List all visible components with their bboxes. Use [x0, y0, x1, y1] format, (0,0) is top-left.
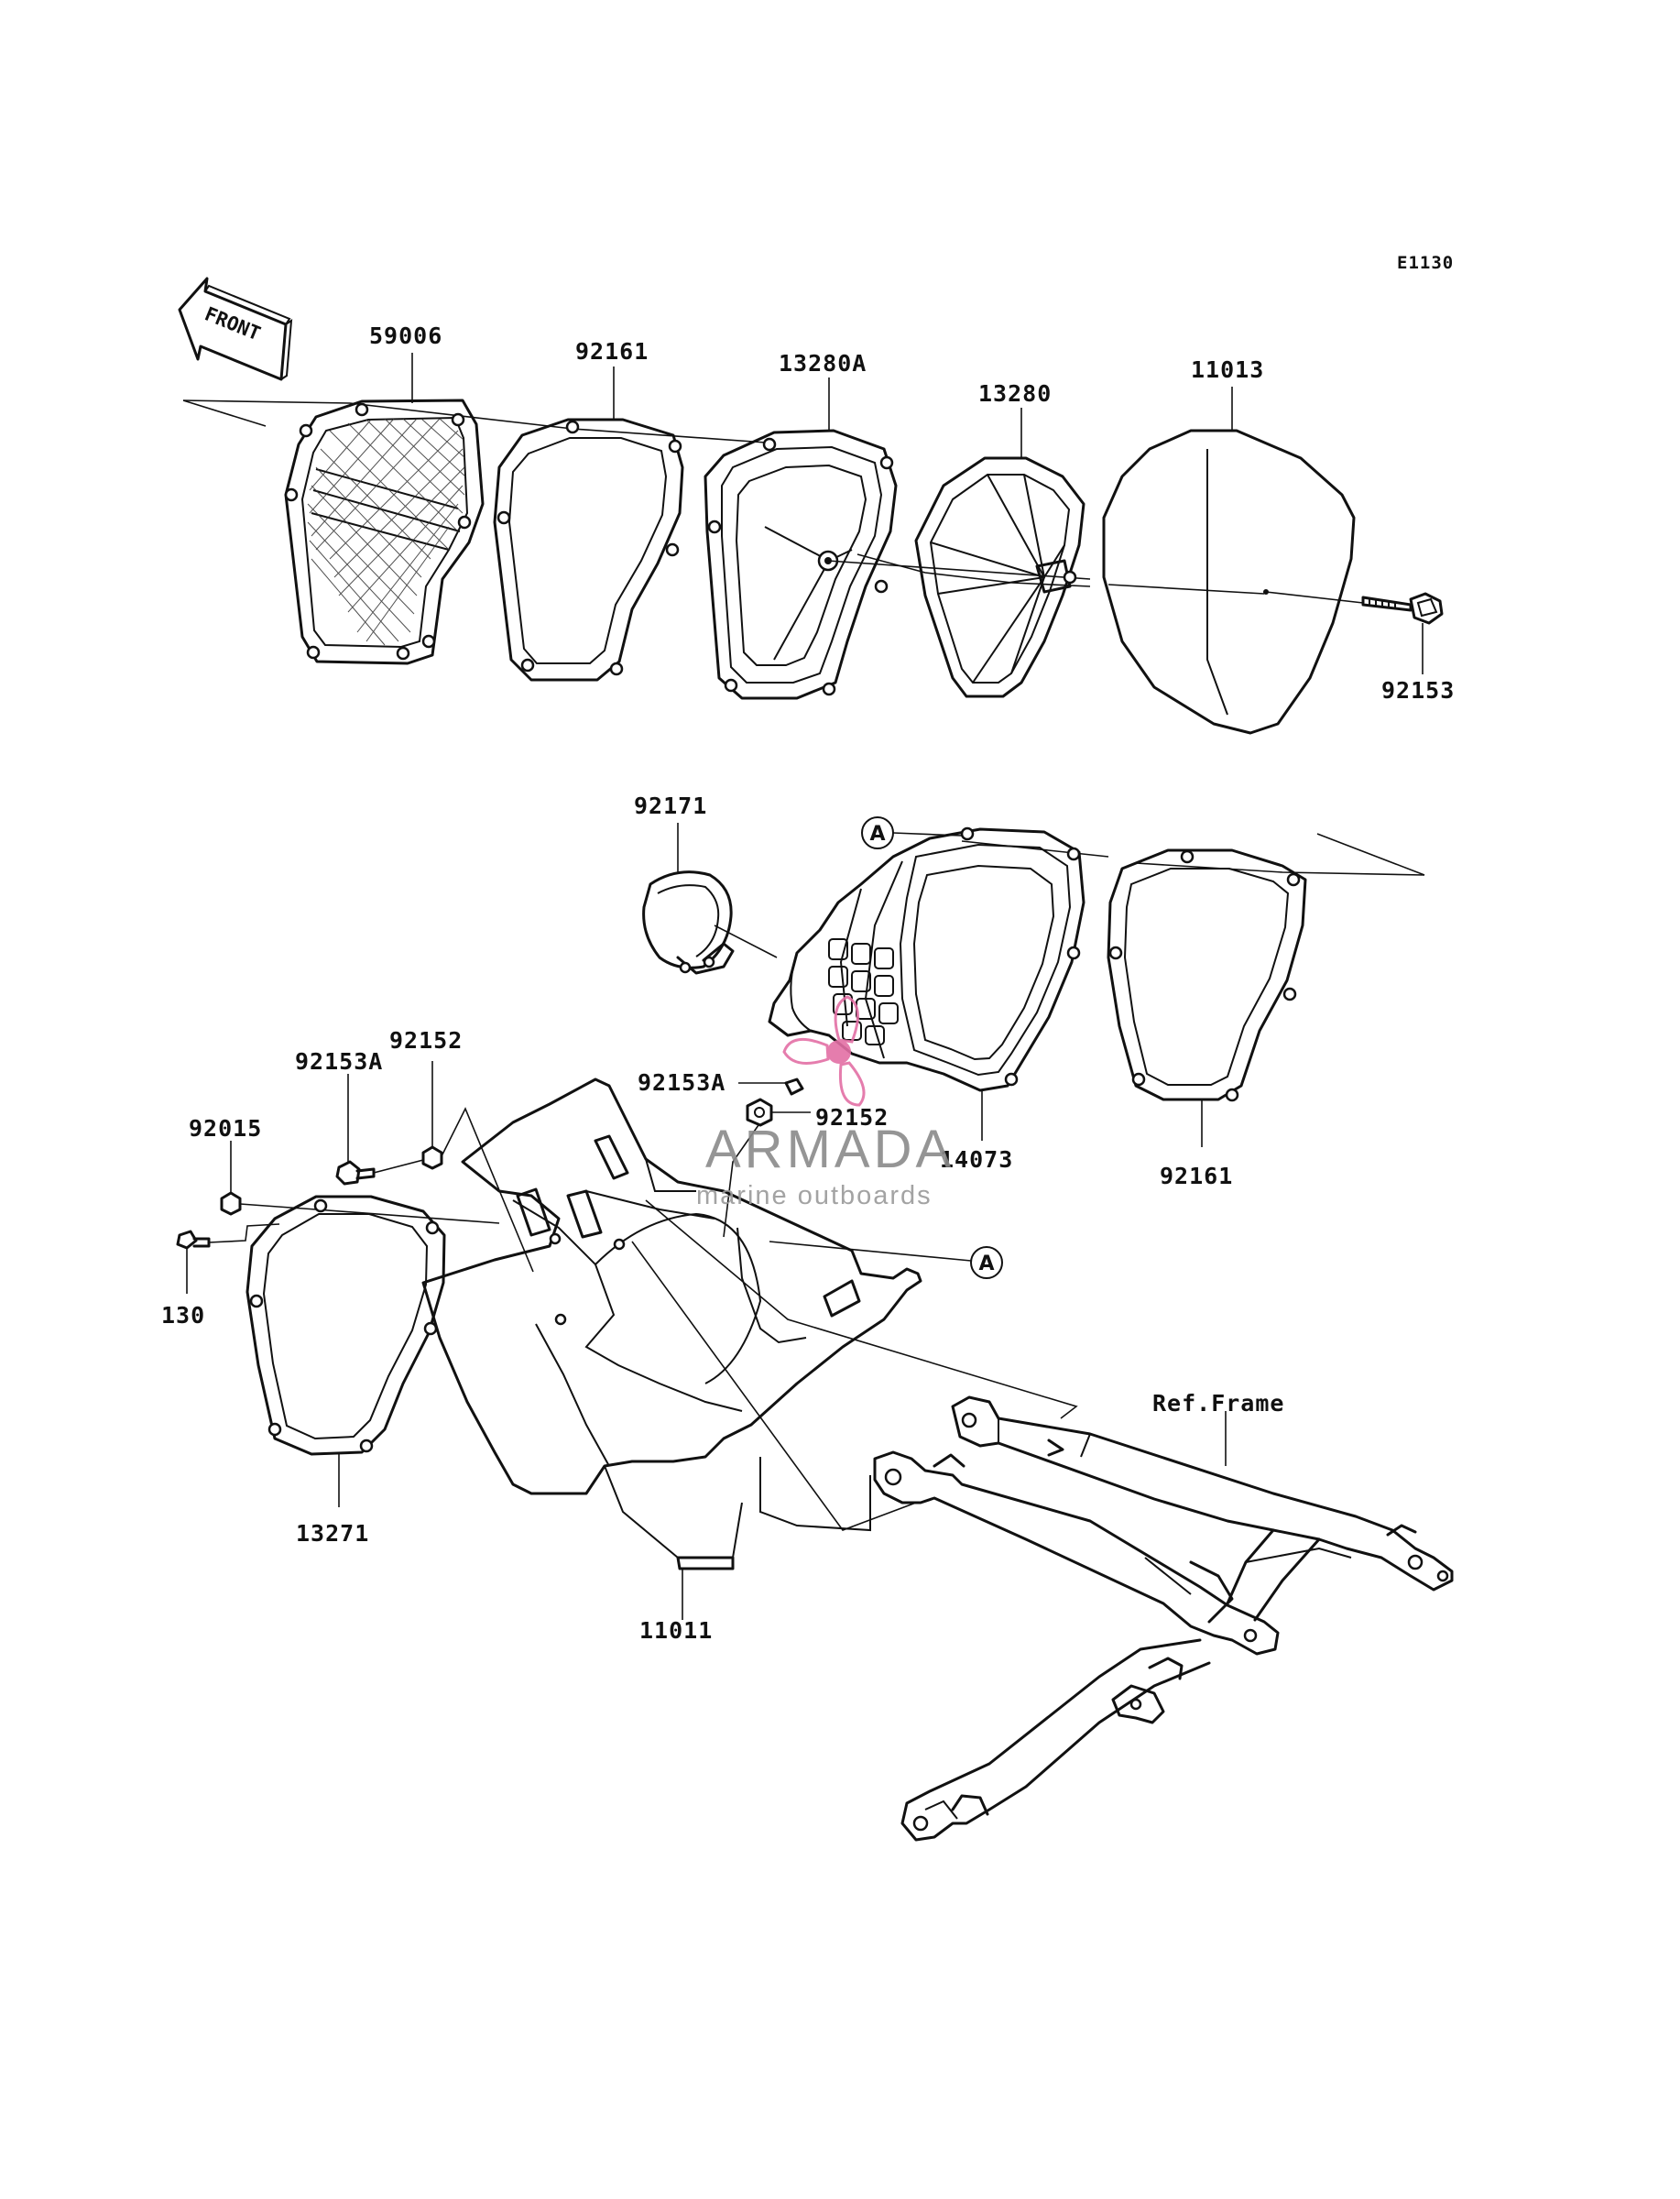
- part-92171-clamp: [642, 870, 735, 975]
- part-92161-gasket-top: [493, 418, 684, 682]
- part-92153A-bolt-left: [335, 1160, 376, 1186]
- label-11011: 11011: [639, 1617, 713, 1644]
- label-130: 130: [161, 1302, 205, 1329]
- part-11013-filter: [1102, 429, 1356, 735]
- part-130-bolt: [176, 1230, 211, 1250]
- label-92161-mid: 92161: [1160, 1163, 1233, 1189]
- label-92153: 92153: [1381, 677, 1455, 704]
- part-13280-cage: [914, 456, 1085, 698]
- front-label: FRONT: [202, 302, 264, 345]
- label-92015: 92015: [189, 1115, 262, 1142]
- label-13280A: 13280A: [779, 350, 867, 377]
- label-92152-left: 92152: [389, 1027, 463, 1054]
- diagram-code: E1130: [1397, 253, 1454, 273]
- label-92171: 92171: [634, 793, 707, 819]
- label-14073: 14073: [940, 1146, 1013, 1173]
- label-13271: 13271: [296, 1520, 369, 1547]
- callout-a-lower: A: [769, 1241, 1003, 1279]
- front-arrow-icon: FRONT: [178, 277, 293, 381]
- ref-frame: [873, 1395, 1454, 1842]
- ref-frame-label: Ref.Frame: [1152, 1390, 1284, 1417]
- label-59006: 59006: [369, 323, 442, 349]
- label-13280: 13280: [978, 380, 1052, 407]
- part-59006-screen: [284, 399, 485, 665]
- part-92153A-bolt-center: [784, 1078, 804, 1096]
- label-92153A-left: 92153A: [295, 1048, 383, 1075]
- part-13280A-holder: [704, 429, 898, 700]
- part-92015-nut: [220, 1191, 242, 1216]
- part-92161-gasket-mid: [1107, 848, 1307, 1102]
- part-11011-airbox: [421, 1078, 922, 1570]
- callout-a-lower-letter: A: [978, 1253, 994, 1275]
- propeller-logo-icon: [782, 995, 866, 1107]
- armada-watermark: ARMADA marine outboards: [696, 995, 955, 1210]
- part-14073-duct: [768, 826, 1085, 1092]
- part-13271-gasket: [245, 1195, 446, 1456]
- part-92152-nut-left: [421, 1145, 443, 1170]
- label-11013: 11013: [1191, 356, 1264, 383]
- watermark-tagline: marine outboards: [696, 1181, 933, 1210]
- watermark-brand: ARMADA: [705, 1120, 955, 1179]
- mid-axis-lines: [961, 833, 1425, 876]
- label-92152-center: 92152: [815, 1104, 889, 1131]
- part-92152-nut-center: [746, 1098, 773, 1127]
- callout-a-upper: A: [861, 816, 963, 849]
- callout-a-upper-letter: A: [869, 823, 885, 846]
- label-92161-top: 92161: [575, 338, 649, 365]
- part-92153-bolt: [1361, 592, 1444, 625]
- label-92153A-center: 92153A: [638, 1069, 725, 1096]
